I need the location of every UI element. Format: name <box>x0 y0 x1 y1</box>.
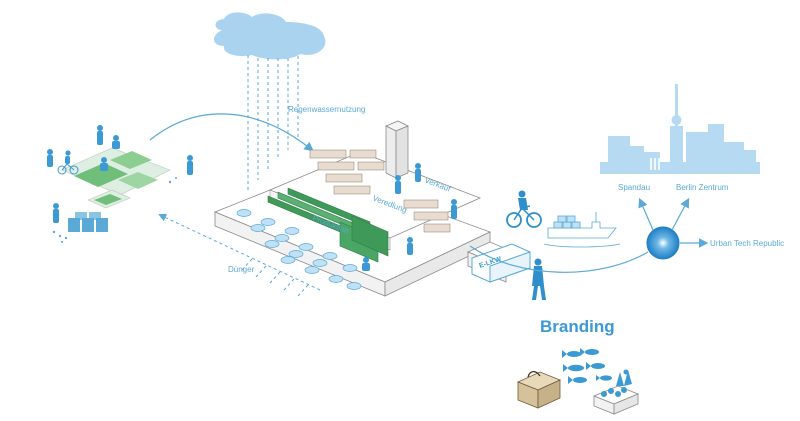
worker-figures <box>362 163 457 271</box>
processing-shelves <box>309 149 451 233</box>
electric-van-icon: E-LKW <box>471 243 531 283</box>
aquaponics-building: Verkauf Veredlung Produktion <box>213 120 529 297</box>
delivery-person-icon <box>532 258 546 300</box>
cyclist-icon <box>506 190 542 228</box>
fish-icon <box>562 348 612 384</box>
berlin-skyline-icon <box>600 84 760 174</box>
cloud-icon <box>213 12 326 60</box>
produce-flow-arrow <box>149 113 314 152</box>
label-fertilizer: Dünger <box>228 265 255 274</box>
package-icon <box>516 371 562 409</box>
farm-cluster <box>47 125 193 243</box>
produce-crate-icon <box>592 369 640 415</box>
cargo-ship-icon <box>543 212 621 248</box>
bicycle-icon <box>57 163 79 175</box>
plant-racks <box>267 187 389 263</box>
label-rain: Regenwassernutzung <box>288 105 365 114</box>
distribution-hub-icon <box>646 226 680 260</box>
farm-people-icon <box>47 125 193 223</box>
label-urban-tech: Urban Tech Republic <box>710 239 784 248</box>
distribution-flow-arrow <box>469 245 649 273</box>
label-berlin-center: Berlin Zentrum <box>676 183 729 192</box>
fish-tanks <box>236 209 362 290</box>
hub-connections <box>638 197 709 248</box>
fertilizer-flow <box>158 213 321 297</box>
branding-title: Branding <box>540 317 615 336</box>
vegetable-icon <box>616 369 632 386</box>
label-spandau: Spandau <box>618 183 650 192</box>
rain-cloud: Regenwassernutzung <box>213 12 365 190</box>
